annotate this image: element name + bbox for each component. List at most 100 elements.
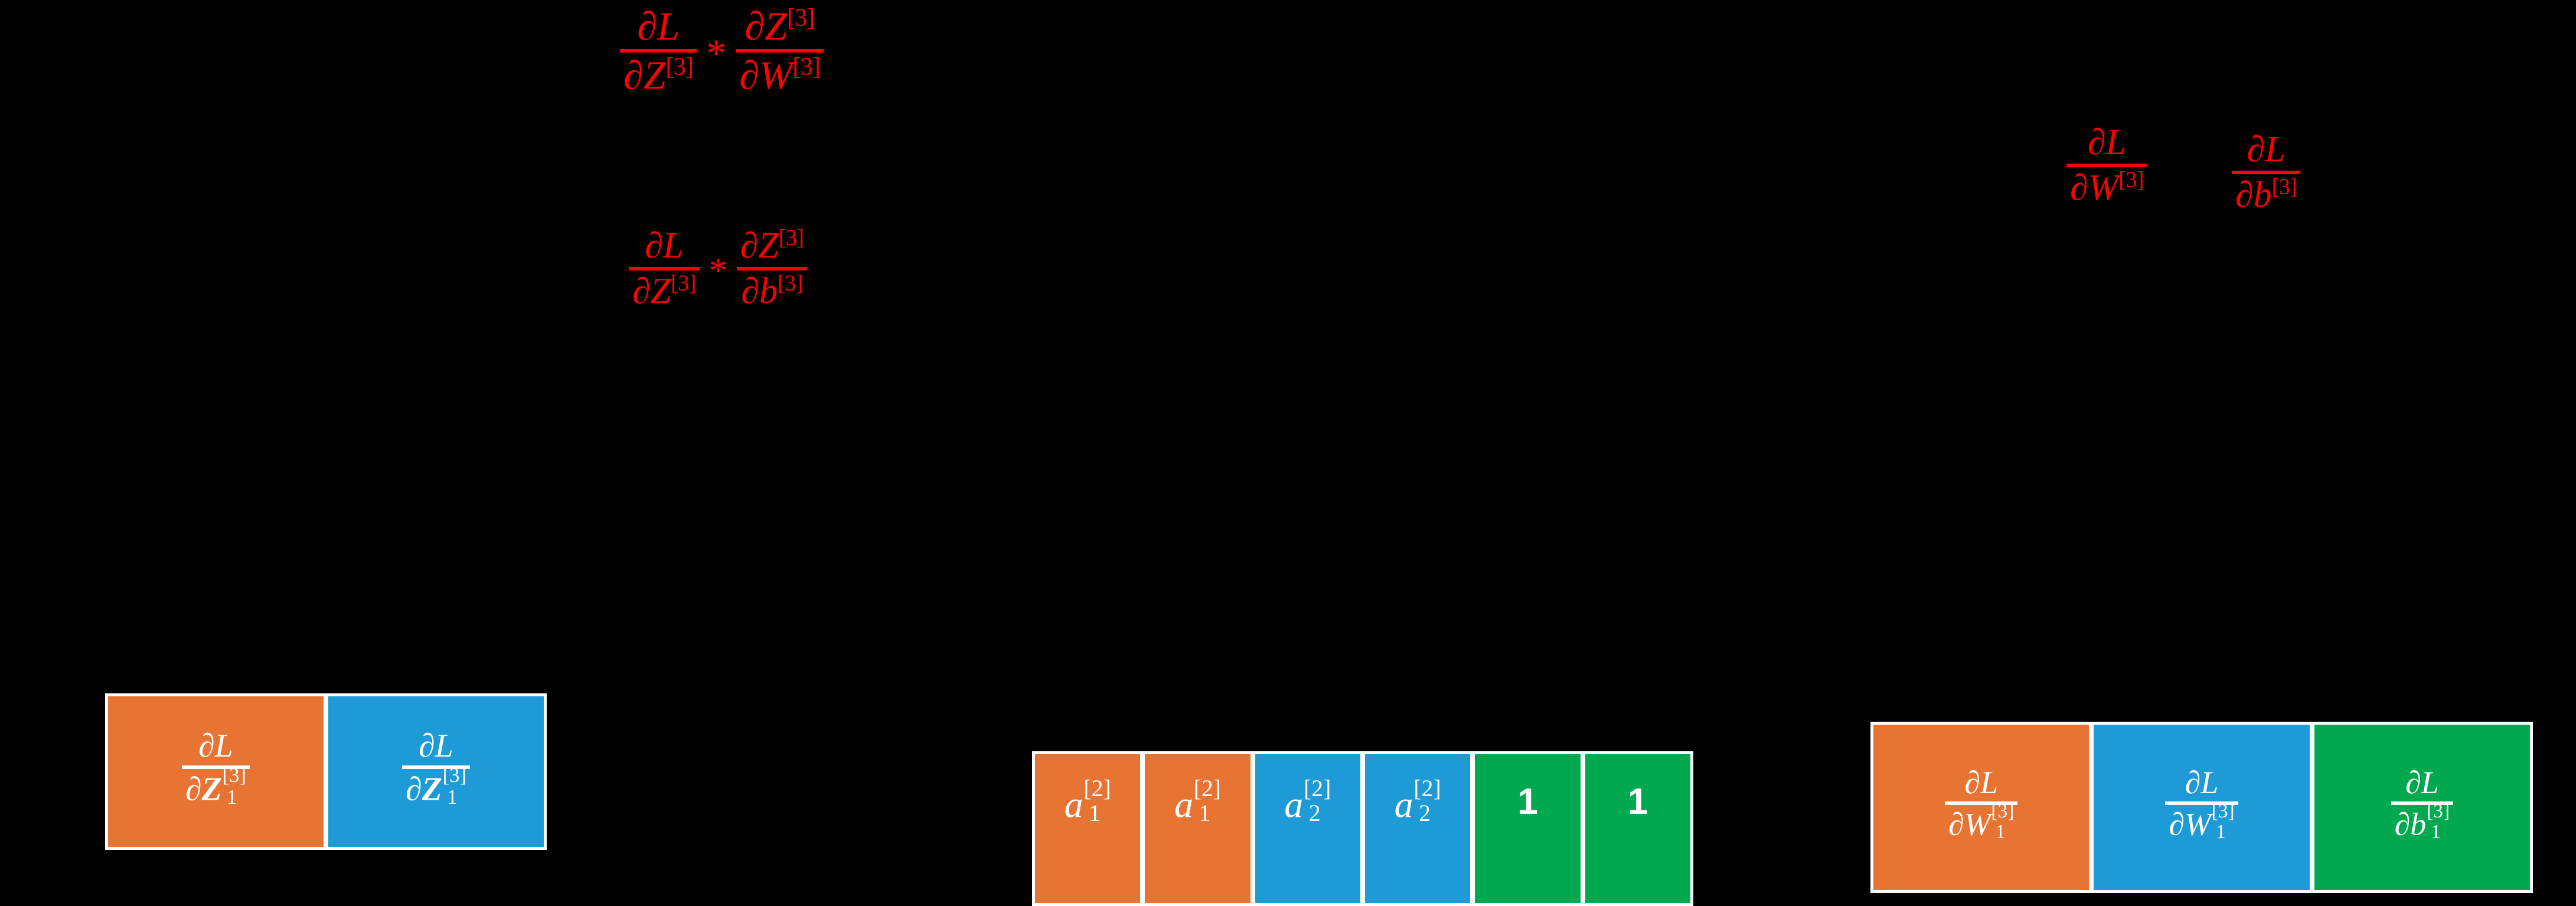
unit-subscript: 2 — [1308, 800, 1321, 827]
fraction-numerator: ∂L — [1964, 765, 1999, 801]
layer-superscript: [2] — [1413, 775, 1441, 802]
dl-dz-matrix: ∂L ∂Z[3]1 ∂L ∂Z[3]1 — [105, 693, 547, 850]
fraction-bar — [629, 267, 700, 271]
gradient-matrix: ∂L ∂W[3]1 ∂L ∂W[3]1 ∂L ∂b[3]1 — [1870, 722, 2533, 893]
fraction-bar — [2232, 171, 2301, 175]
unit-subscript: 1 — [447, 785, 458, 809]
cell-formula: ∂L ∂W[3]1 — [2165, 767, 2238, 848]
cell-formula: ∂L ∂W[3]1 — [1944, 765, 2018, 848]
activation-matrix: a[2]1 a[2]1 a[2]2 a[2]2 1 1 — [1032, 751, 1693, 906]
matrix-cell[interactable]: a[2]2 — [1255, 754, 1360, 903]
layer-superscript: [3] — [2271, 174, 2297, 200]
matrix-cell[interactable]: ∂L ∂b[3]1 — [2314, 725, 2530, 890]
fraction-bar — [181, 765, 250, 770]
fraction-numerator: ∂L — [419, 728, 453, 765]
index-superscript-subscript: [3]1 — [1991, 801, 2014, 842]
matrix-cell[interactable]: a[2]2 — [1364, 754, 1471, 903]
fraction-dL-dZ: ∂L ∂Z[3] — [629, 227, 700, 310]
fraction-dL-dZ1: ∂L ∂Z[3]1 — [401, 728, 471, 813]
fraction-dL-dW1: ∂L ∂W[3]1 — [1944, 765, 2018, 848]
index-superscript-subscript: [3]1 — [223, 765, 246, 807]
fraction-numerator: ∂L — [645, 226, 684, 266]
fraction-dL-db1: ∂L ∂b[3]1 — [2391, 767, 2453, 848]
gradient-formula-w: ∂L ∂W[3] — [2066, 122, 2147, 208]
cell-formula: a[2]2 — [1394, 775, 1441, 827]
unit-subscript: 1 — [1199, 800, 1211, 827]
matrix-cell[interactable]: a[2]1 — [1035, 754, 1141, 903]
cell-formula: a[2]1 — [1174, 775, 1222, 827]
matrix-cell[interactable]: ∂L ∂Z[3]1 — [328, 696, 544, 847]
fraction-numerator: ∂L — [2087, 122, 2126, 162]
layer-superscript: [3] — [792, 53, 820, 81]
fraction-bar — [2391, 801, 2453, 806]
fraction-denominator: ∂W[3] — [2070, 167, 2144, 208]
fraction-numerator: ∂L — [2405, 765, 2439, 801]
unit-subscript: 2 — [1419, 800, 1431, 827]
layer-superscript: [3] — [671, 271, 696, 296]
fraction-dL-dW1: ∂L ∂W[3]1 — [2165, 767, 2238, 848]
chain-rule-formula-b: ∂L ∂Z[3] * ∂Z[3] ∂b[3] — [629, 225, 808, 312]
fraction-denominator: ∂W[3]1 — [2169, 800, 2235, 843]
fraction-denominator: ∂W[3]1 — [1948, 800, 2015, 843]
layer-superscript: [3] — [778, 225, 804, 250]
fraction-bar — [620, 49, 697, 53]
fraction-denominator: ∂Z[3]1 — [405, 764, 467, 809]
fraction-bar — [2066, 164, 2147, 168]
matrix-cell[interactable]: ∂L ∂W[3]1 — [1873, 725, 2089, 890]
index-superscript-subscript: [2]1 — [1083, 777, 1111, 825]
chain-rule-formula-w: ∂L ∂Z[3] * ∂Z[3] ∂W[3] — [620, 4, 824, 98]
cell-formula: a[2]2 — [1284, 775, 1331, 827]
multiplication-operator: * — [709, 251, 727, 292]
fraction-numerator: ∂Z[3] — [740, 225, 804, 266]
fraction-numerator: ∂L — [198, 728, 233, 765]
layer-superscript: [3] — [2211, 800, 2235, 823]
unit-subscript: 1 — [227, 785, 237, 809]
matrix-cell[interactable]: 1 — [1475, 754, 1581, 903]
layer-superscript: [2] — [1083, 775, 1111, 802]
matrix-cell[interactable]: ∂L ∂Z[3]1 — [108, 696, 324, 847]
fraction-dZ-db: ∂Z[3] ∂b[3] — [736, 225, 808, 312]
index-superscript-subscript: [3]1 — [2212, 801, 2235, 842]
index-superscript-subscript: [3]1 — [2427, 801, 2450, 842]
fraction-numerator: ∂Z[3] — [745, 4, 815, 48]
fraction-bar — [736, 49, 824, 53]
layer-superscript: [3] — [442, 764, 467, 787]
cell-value: 1 — [1517, 781, 1538, 822]
fraction-bar — [1944, 801, 2018, 806]
fraction-denominator: ∂b[3]1 — [2394, 800, 2450, 843]
index-superscript-subscript: [2]1 — [1194, 777, 1221, 825]
layer-superscript: [3] — [665, 53, 694, 81]
layer-superscript: [3] — [786, 4, 815, 32]
layer-superscript: [3] — [778, 271, 803, 296]
fraction-numerator: ∂L — [2247, 129, 2286, 170]
fraction-denominator: ∂Z[3] — [623, 53, 694, 98]
fraction-numerator: ∂L — [2185, 765, 2219, 801]
matrix-cell[interactable]: 1 — [1585, 754, 1690, 903]
layer-superscript: [3] — [2118, 167, 2144, 193]
fraction-denominator: ∂b[3] — [741, 271, 803, 312]
gradient-formula-b: ∂L ∂b[3] — [2232, 129, 2301, 214]
fraction-dL-dZ1: ∂L ∂Z[3]1 — [181, 728, 250, 813]
fraction-dL-dZ: ∂L ∂Z[3] — [620, 4, 697, 98]
cell-formula: ∂L ∂b[3]1 — [2391, 767, 2453, 848]
unit-subscript: 1 — [1089, 800, 1101, 827]
layer-superscript: [2] — [1193, 775, 1222, 802]
fraction-numerator: ∂L — [637, 4, 680, 48]
layer-superscript: [3] — [1991, 800, 2015, 823]
fraction-denominator: ∂Z[3] — [632, 271, 696, 312]
index-superscript-subscript: [3]1 — [443, 765, 466, 807]
layer-superscript: [3] — [222, 764, 247, 787]
cell-formula: ∂L ∂Z[3]1 — [181, 728, 250, 813]
fraction-dL-dW: ∂L ∂W[3] — [2066, 122, 2147, 208]
index-superscript-subscript: [2]2 — [1304, 777, 1331, 825]
unit-subscript: 1 — [2216, 821, 2226, 843]
multiplication-operator: * — [706, 31, 727, 76]
fraction-denominator: ∂Z[3]1 — [185, 764, 247, 809]
matrix-cell[interactable]: a[2]1 — [1145, 754, 1251, 903]
matrix-cell[interactable]: ∂L ∂W[3]1 — [2094, 725, 2310, 890]
unit-subscript: 1 — [1995, 821, 2006, 843]
fraction-bar — [736, 267, 808, 271]
cell-formula: ∂L ∂Z[3]1 — [401, 728, 471, 813]
index-superscript-subscript: [2]2 — [1413, 777, 1441, 825]
fraction-denominator: ∂W[3] — [739, 53, 821, 98]
